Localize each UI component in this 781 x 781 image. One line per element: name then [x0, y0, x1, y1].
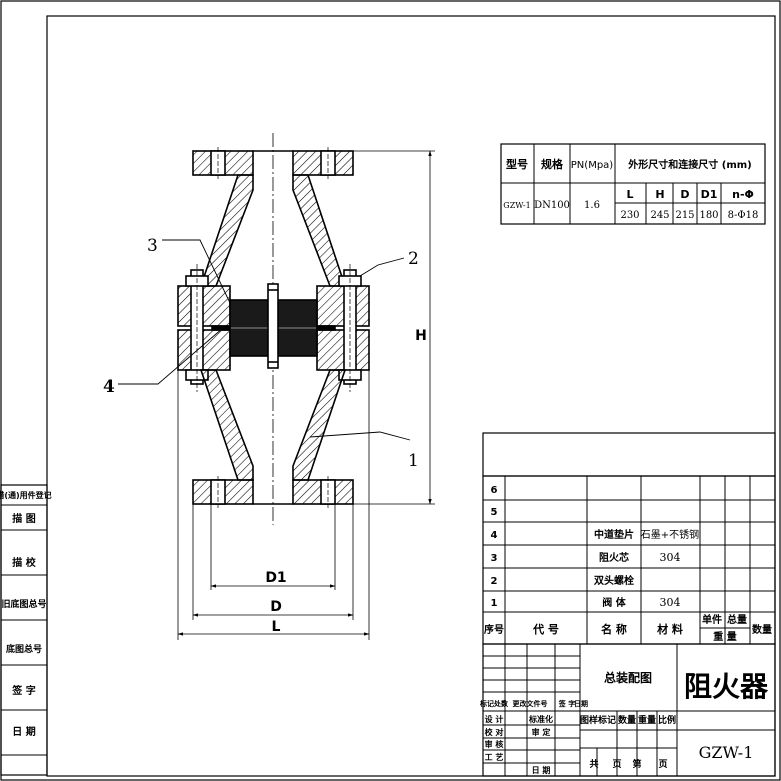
spec-value-D1: 180 — [699, 210, 718, 221]
flame-arrester-drawing — [177, 133, 370, 525]
part-material-1: 304 — [660, 596, 681, 609]
side-label-5: 签 字 — [11, 684, 35, 697]
part-no-4: 4 — [491, 530, 498, 541]
dim-label-L: L — [272, 619, 281, 635]
sheet-page: 第 — [632, 758, 641, 770]
info-header-scale: 比例 — [658, 714, 676, 726]
info-header-weight: 重量 — [638, 714, 656, 726]
rev-header-docno: 更改文件号 — [513, 699, 548, 708]
mid-flange-lower-right — [316, 329, 370, 371]
part-name-1: 阀 体 — [602, 596, 626, 609]
part-material-4: 石墨+不锈钢 — [641, 528, 699, 541]
side-label-2: 描 校 — [12, 556, 36, 569]
spec-header-model: 型号 — [506, 157, 528, 171]
sheet-unit-2: 页 — [658, 759, 667, 770]
info-header-qty: 数量 — [618, 714, 636, 726]
role-approve: 审 定 — [532, 727, 551, 737]
title-block — [482, 643, 776, 777]
spec-dim-header-H: H — [655, 188, 664, 201]
product-name: 阻火器 — [684, 670, 769, 703]
role-check: 校 对 — [485, 727, 504, 737]
upper-cone-left — [199, 174, 254, 287]
role-review: 审 核 — [485, 739, 504, 749]
spec-value-model: GZW-1 — [503, 201, 530, 210]
part-name-4: 中道垫片 — [594, 528, 634, 541]
callout-1: 1 — [408, 451, 419, 471]
spec-table — [500, 143, 766, 225]
parts-header-name: 名 称 — [601, 622, 627, 636]
spec-dim-header-L: L — [626, 188, 633, 201]
side-registration-column: 借(通)用件登记 描 图 描 校 旧底图总号 底图总号 签 字 日 期 — [0, 484, 52, 776]
mid-flange-lower-left — [177, 329, 231, 371]
parts-list — [482, 432, 776, 645]
parts-header-qty: 数量 — [752, 623, 772, 636]
rev-header-marks: 标记处数 — [479, 699, 509, 708]
part-material-3: 304 — [660, 551, 681, 564]
parts-header-unit: 单件 — [702, 613, 722, 626]
lower-cone-right — [292, 369, 347, 481]
role-process: 工 艺 — [485, 752, 504, 762]
part-name-2: 双头螺栓 — [594, 574, 634, 587]
spec-value-L: 230 — [620, 210, 639, 221]
parts-header-no: 序号 — [484, 623, 504, 636]
parts-header-total: 总量 — [727, 613, 747, 626]
rev-header-sign: 签 字 — [558, 699, 575, 708]
spec-value-H: 245 — [650, 210, 669, 221]
part-no-2: 2 — [491, 576, 498, 587]
callout-3: 3 — [147, 236, 158, 256]
mid-flange-upper-left — [177, 285, 231, 327]
spec-dim-header-D1: D1 — [701, 188, 718, 201]
role-design: 设 计 — [485, 714, 504, 724]
role-date: 日 期 — [532, 765, 551, 775]
part-no-6: 6 — [491, 485, 498, 496]
spec-dim-header-n: n-Φ — [732, 188, 754, 201]
inner-frame — [46, 15, 776, 777]
callout-leaders — [118, 239, 411, 441]
core-center-rod — [267, 283, 279, 369]
sheet-unit-1: 页 — [612, 759, 621, 770]
callout-4: 4 — [103, 377, 115, 397]
info-header-mark: 图样标记 — [580, 714, 616, 726]
role-standard: 标准化 — [528, 714, 553, 724]
gasket-right — [316, 325, 336, 331]
callout-2: 2 — [408, 249, 419, 269]
parts-header-weight: 重 量 — [713, 630, 736, 643]
spec-header-dims: 外形尺寸和连接尺寸 (mm) — [627, 158, 751, 171]
parts-header-code: 代 号 — [532, 622, 559, 636]
dim-label-D1: D1 — [265, 570, 286, 586]
part-no-3: 3 — [491, 553, 498, 564]
upper-cone-right — [292, 174, 347, 287]
spec-header-pn: PN(Mpa) — [571, 160, 614, 171]
part-name-3: 阻火芯 — [599, 551, 629, 564]
side-label-0: 借(通)用件登记 — [0, 490, 52, 500]
spec-header-spec: 规格 — [541, 157, 564, 171]
sheet-total: 共 — [589, 758, 598, 770]
dim-label-H: H — [415, 328, 427, 344]
part-no-1: 1 — [491, 598, 498, 609]
spec-value-pn: 1.6 — [584, 200, 600, 211]
side-label-1: 描 图 — [12, 512, 35, 525]
spec-value-n: 8-Φ18 — [728, 210, 759, 221]
spec-value-spec: DN100 — [534, 200, 570, 211]
side-label-6: 日 期 — [12, 725, 35, 738]
part-no-5: 5 — [491, 507, 498, 518]
rev-header-date: 日期 — [574, 699, 588, 708]
drawing-number: GZW-1 — [699, 743, 754, 762]
side-label-3: 旧底图总号 — [1, 598, 46, 610]
mid-flange-upper-right — [316, 285, 370, 327]
parts-header-material: 材 料 — [657, 622, 683, 636]
lower-cone-left — [199, 369, 254, 481]
dimensions — [177, 150, 435, 640]
spec-dim-header-D: D — [680, 188, 689, 201]
spec-value-D: 215 — [675, 210, 694, 221]
side-label-4: 底图总号 — [6, 643, 42, 655]
dim-label-D: D — [270, 599, 282, 615]
drawing-type: 总装配图 — [604, 670, 652, 685]
